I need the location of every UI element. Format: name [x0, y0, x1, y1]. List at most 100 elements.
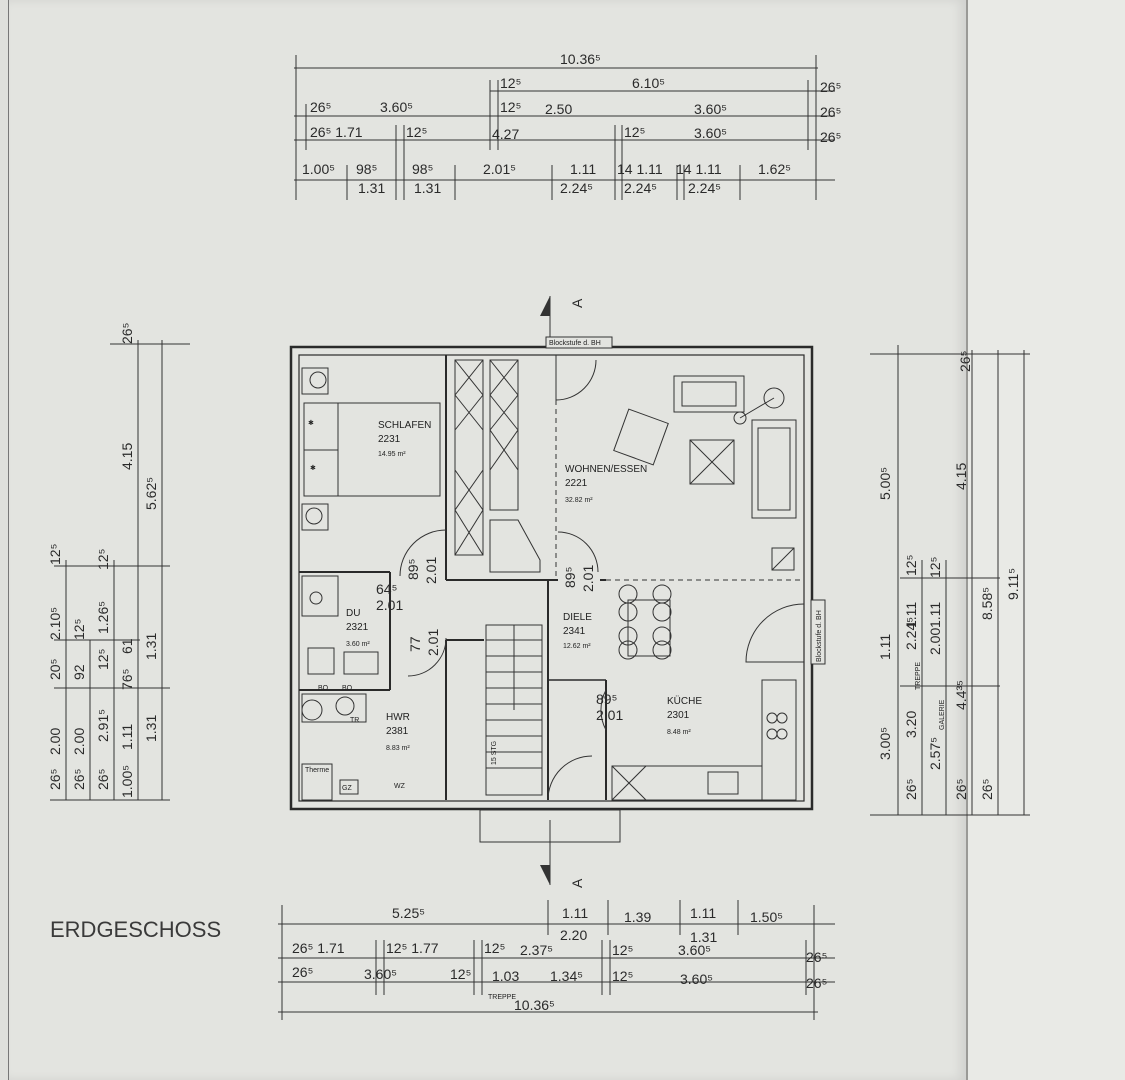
top-dim: 26⁵	[820, 104, 841, 120]
facing-page	[966, 0, 1125, 1080]
svg-text:26⁵: 26⁵	[806, 975, 827, 991]
svg-text:12⁵: 12⁵	[71, 619, 87, 640]
svg-text:2.00: 2.00	[71, 728, 87, 755]
room-area: 8.48 m²	[667, 729, 691, 736]
top-dim: 4.27	[492, 126, 519, 142]
svg-text:3.60⁵: 3.60⁵	[680, 971, 713, 987]
svg-text:2.01: 2.01	[423, 557, 439, 584]
top-dim: 26⁵	[820, 129, 841, 145]
room-area: 12.62 m²	[563, 643, 591, 650]
svg-text:9.11⁵: 9.11⁵	[1005, 568, 1021, 600]
svg-text:1.39: 1.39	[624, 909, 651, 925]
svg-text:64⁵: 64⁵	[376, 581, 397, 597]
top-dim: 26⁵	[310, 99, 331, 115]
svg-text:1.03: 1.03	[492, 968, 519, 984]
svg-text:26⁵: 26⁵	[47, 769, 63, 790]
svg-text:2.10⁵: 2.10⁵	[47, 607, 63, 640]
svg-text:1.11: 1.11	[562, 905, 588, 921]
section-marker-bottom: A	[540, 820, 585, 888]
top-dim: 2.24⁵	[688, 180, 721, 196]
svg-text:26⁵: 26⁵	[957, 351, 973, 372]
top-dim: 1.00⁵	[302, 161, 335, 177]
bo-label: BO	[318, 685, 329, 692]
svg-text:26⁵: 26⁵	[95, 769, 111, 790]
top-dim: 1.31	[414, 180, 441, 196]
svg-text:1.34⁵: 1.34⁵	[550, 968, 583, 984]
top-dim: 14 1.11	[676, 161, 722, 177]
svg-text:12⁵: 12⁵	[612, 942, 633, 958]
top-dim: 2.24⁵	[624, 180, 657, 196]
svg-text:20⁵: 20⁵	[47, 659, 63, 680]
svg-text:1.11: 1.11	[690, 905, 716, 921]
svg-text:✱: ✱	[308, 419, 314, 427]
galerie-right-label: GALERIE	[939, 699, 946, 730]
svg-text:26⁵: 26⁵	[292, 964, 313, 980]
svg-text:1.00⁵: 1.00⁵	[119, 765, 135, 798]
room-name: HWR	[386, 712, 410, 723]
svg-text:12⁵: 12⁵	[450, 966, 471, 982]
svg-text:2.37⁵: 2.37⁵	[520, 942, 553, 958]
svg-text:A: A	[569, 878, 585, 888]
top-dim: 26⁵	[820, 79, 841, 95]
top-dim: 1.11	[570, 161, 596, 177]
svg-text:1.26⁵: 1.26⁵	[95, 601, 111, 634]
svg-text:89⁵: 89⁵	[562, 567, 578, 588]
bo-label-2: BO	[342, 685, 353, 692]
svg-text:26⁵: 26⁵	[71, 769, 87, 790]
top-dimension-chains: 10.36⁵ 12⁵ 6.10⁵ 26⁵ 26⁵ 3.60⁵ 12⁵ 2.50 …	[294, 51, 841, 200]
top-dim: 12⁵	[500, 75, 521, 91]
svg-text:12⁵: 12⁵	[47, 544, 63, 565]
room-number: 2321	[346, 622, 369, 633]
svg-text:4.15: 4.15	[953, 463, 969, 490]
room-number: 2341	[563, 626, 586, 637]
svg-text:2.01: 2.01	[580, 565, 596, 592]
svg-text:2.01: 2.01	[596, 707, 623, 723]
top-dim: 3.60⁵	[380, 99, 413, 115]
top-dim: 12⁵	[624, 124, 645, 140]
room-number: 2221	[565, 478, 588, 489]
top-dim: 14 1.11	[617, 161, 663, 177]
wz-label: WZ	[394, 783, 406, 790]
room-area: 3.60 m²	[346, 641, 370, 648]
right-dimension-chains: 3.00⁵ 5.00⁵ 26⁵ 3.20 1.11 1.11 2.57⁵ 2.2…	[870, 345, 1030, 816]
top-dim: 2.01⁵	[483, 161, 516, 177]
top-dim: 26⁵ 1.71	[310, 124, 363, 140]
svg-text:1.31: 1.31	[143, 633, 159, 660]
tr-label: TR	[350, 717, 359, 724]
svg-text:76⁵: 76⁵	[119, 669, 135, 690]
svg-text:26⁵: 26⁵	[806, 949, 827, 965]
svg-text:8.58⁵: 8.58⁵	[979, 587, 995, 620]
top-dim: 1.62⁵	[758, 161, 791, 177]
svg-text:1.31: 1.31	[690, 929, 717, 945]
svg-text:1.50⁵: 1.50⁵	[750, 909, 783, 925]
left-dimension-chains: 26⁵ 2.00 20⁵ 2.10⁵ 12⁵ 26⁵ 2.00 92 12⁵ 2…	[47, 323, 190, 801]
room-name: DIELE	[563, 612, 592, 623]
svg-text:92: 92	[71, 664, 87, 680]
blockstufe-right-label: Blockstufe d. BH	[816, 610, 823, 662]
treppe-label: TREPPE	[488, 994, 516, 1001]
room-name: SCHLAFEN	[378, 420, 431, 431]
room-number: 2301	[667, 710, 690, 721]
svg-text:10.36⁵: 10.36⁵	[514, 997, 555, 1013]
stair-note: 15 STG	[491, 741, 498, 765]
svg-text:1.11: 1.11	[903, 602, 919, 628]
therme-label: Therme	[305, 767, 329, 774]
svg-text:61: 61	[119, 638, 135, 654]
room-labels: SCHLAFEN 2231 14.95 m² WOHNEN/ESSEN 2221…	[346, 420, 702, 752]
svg-text:26⁵: 26⁵	[979, 779, 995, 800]
svg-text:1.11: 1.11	[927, 602, 943, 628]
svg-text:2.01: 2.01	[425, 629, 441, 656]
door-dimensions: 89⁵ 2.01 64⁵ 2.01 77 2.01 89⁵ 2.01 89⁵ 2…	[376, 557, 623, 723]
svg-text:1.11: 1.11	[877, 634, 893, 660]
svg-text:3.60⁵: 3.60⁵	[364, 966, 397, 982]
svg-text:4.4³⁵: 4.4³⁵	[953, 680, 969, 710]
svg-text:3.20: 3.20	[903, 711, 919, 738]
svg-text:89⁵: 89⁵	[405, 559, 421, 580]
svg-text:12⁵ 1.77: 12⁵ 1.77	[386, 940, 439, 956]
top-dim: 1.31	[358, 180, 385, 196]
svg-text:12⁵: 12⁵	[903, 555, 919, 576]
blockstufe-top-label: Blockstufe d. BH	[549, 340, 601, 347]
svg-text:77: 77	[407, 636, 423, 652]
bottom-dimension-chains: 5.25⁵ 1.11 1.39 1.11 1.50⁵ 2.20 1.31 26⁵…	[278, 900, 835, 1020]
